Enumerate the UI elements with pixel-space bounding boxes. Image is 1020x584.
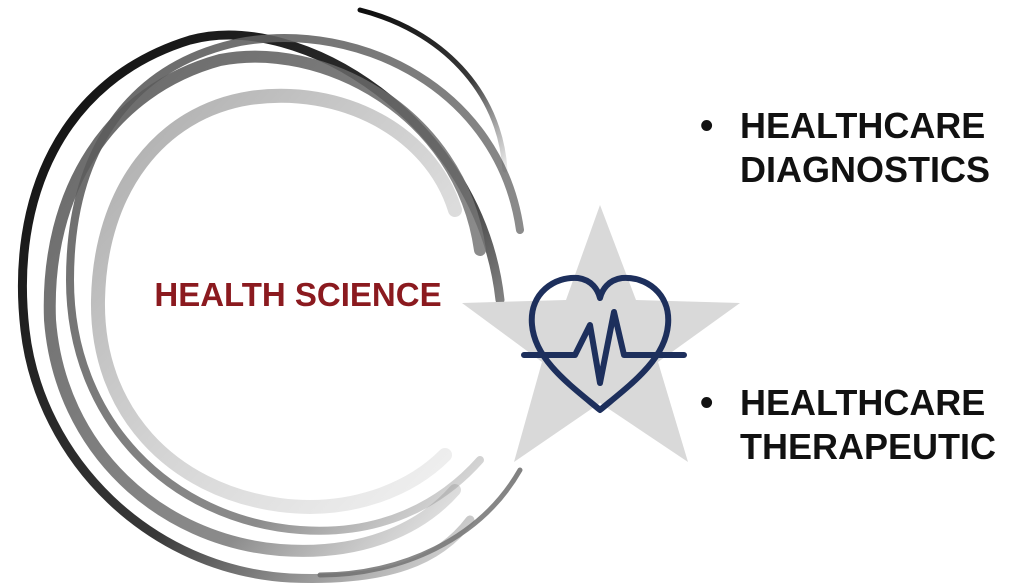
- bullet-line-1: HEALTHCARE: [740, 382, 986, 423]
- heartbeat-heart-icon: [521, 274, 687, 413]
- swirl-ring-outer: [17, 30, 505, 583]
- swirl-ring-second: [43, 50, 486, 557]
- heart-outline: [528, 274, 672, 413]
- bullet-line-1: HEALTHCARE: [740, 105, 986, 146]
- bullet-dot: •: [700, 105, 714, 147]
- center-title: HEALTH SCIENCE: [154, 276, 442, 313]
- swirl-ring-arc: [357, 7, 508, 173]
- bullet-list: • HEALTHCARE DIAGNOSTICS • HEALTHCARE TH…: [700, 0, 1020, 584]
- bullet-line-2: THERAPEUTIC: [740, 426, 997, 467]
- swirl-ring-inner: [90, 88, 462, 514]
- swirl-rings: [17, 7, 524, 583]
- pulse-line: [521, 309, 687, 386]
- bullet-dot: •: [700, 382, 714, 424]
- bullet-item-therapeutic: • HEALTHCARE THERAPEUTIC: [700, 381, 996, 469]
- swirl-ring-lower-arc: [317, 467, 523, 578]
- swirl-ring-third: [65, 34, 524, 535]
- bullet-line-2: DIAGNOSTICS: [740, 149, 991, 190]
- bullet-item-diagnostics: • HEALTHCARE DIAGNOSTICS: [700, 104, 990, 192]
- star-shape: [462, 205, 740, 462]
